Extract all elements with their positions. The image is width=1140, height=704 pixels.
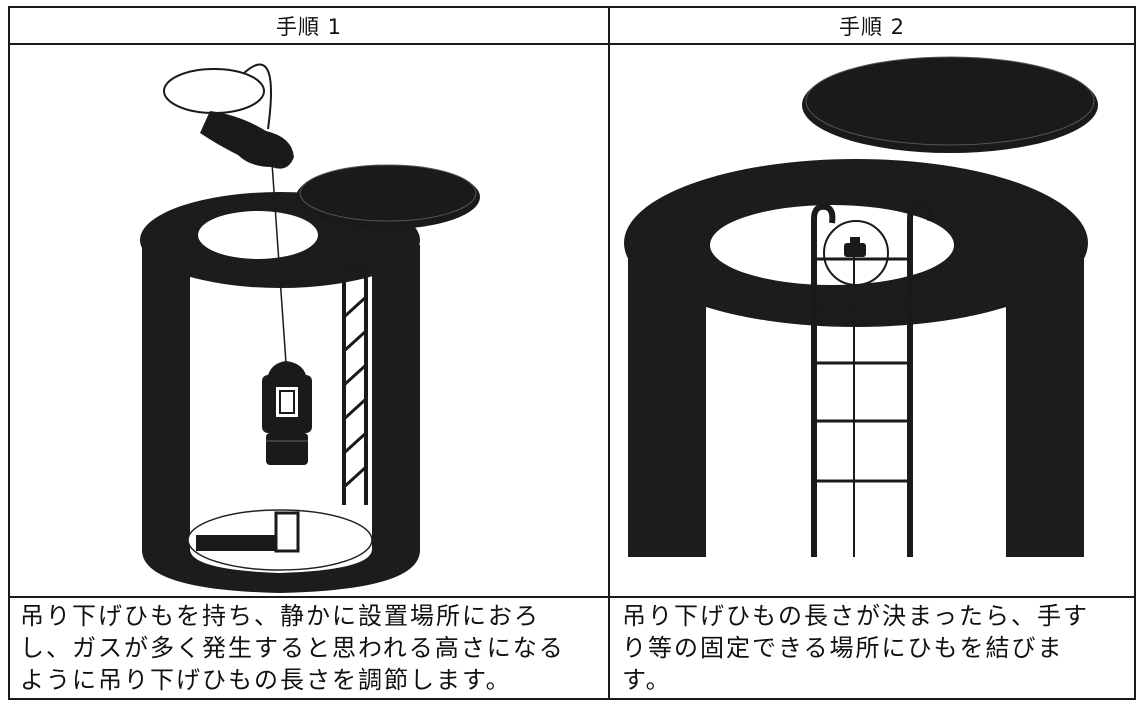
caption-line: 吊り下げひもの長さが決まったら、手す	[622, 602, 1090, 630]
handrail	[342, 262, 368, 505]
handrail-rungs	[342, 295, 368, 489]
ladder-left-rail	[811, 203, 836, 557]
gas-detector-icon	[262, 361, 312, 465]
step-2-illustration	[610, 45, 1134, 596]
ladder-rungs	[814, 257, 910, 483]
step-1-illustration	[10, 45, 608, 596]
caption-line: す。	[622, 666, 672, 694]
caption-line: し、ガスが多く発生すると思われる高さになる	[20, 634, 565, 662]
hand-icon	[200, 111, 294, 169]
manhole-opening	[710, 205, 954, 285]
caption-line: り等の固定できる場所にひもを結びま	[622, 634, 1064, 662]
table-frame	[8, 6, 1136, 700]
knot-icon	[844, 237, 866, 257]
header-divider	[8, 43, 1136, 45]
string-loop	[163, 68, 265, 114]
step-2-header: 手順 2	[838, 14, 906, 39]
caption-divider	[8, 596, 1136, 598]
manhole-lid	[802, 57, 1098, 153]
step-2-caption: 吊り下げひもの長さが決まったら、手す り等の固定できる場所にひもを結びま す。	[610, 598, 1134, 698]
ladder-right-rail	[907, 201, 934, 557]
floor-block	[196, 535, 296, 551]
manhole-lid	[296, 165, 480, 229]
knot-highlight-circle	[823, 220, 889, 286]
caption-line: 吊り下げひもを持ち、静かに設置場所におろ	[20, 602, 540, 630]
step-1-header: 手順 1	[275, 14, 343, 39]
hanging-string	[271, 162, 287, 364]
step-1-caption: 吊り下げひもを持ち、静かに設置場所におろ し、ガスが多く発生すると思われる高さに…	[10, 598, 608, 698]
manhole-opening	[198, 211, 318, 259]
caption-line: ように吊り下げひもの長さを調節します。	[20, 666, 512, 694]
column-divider	[608, 6, 610, 700]
